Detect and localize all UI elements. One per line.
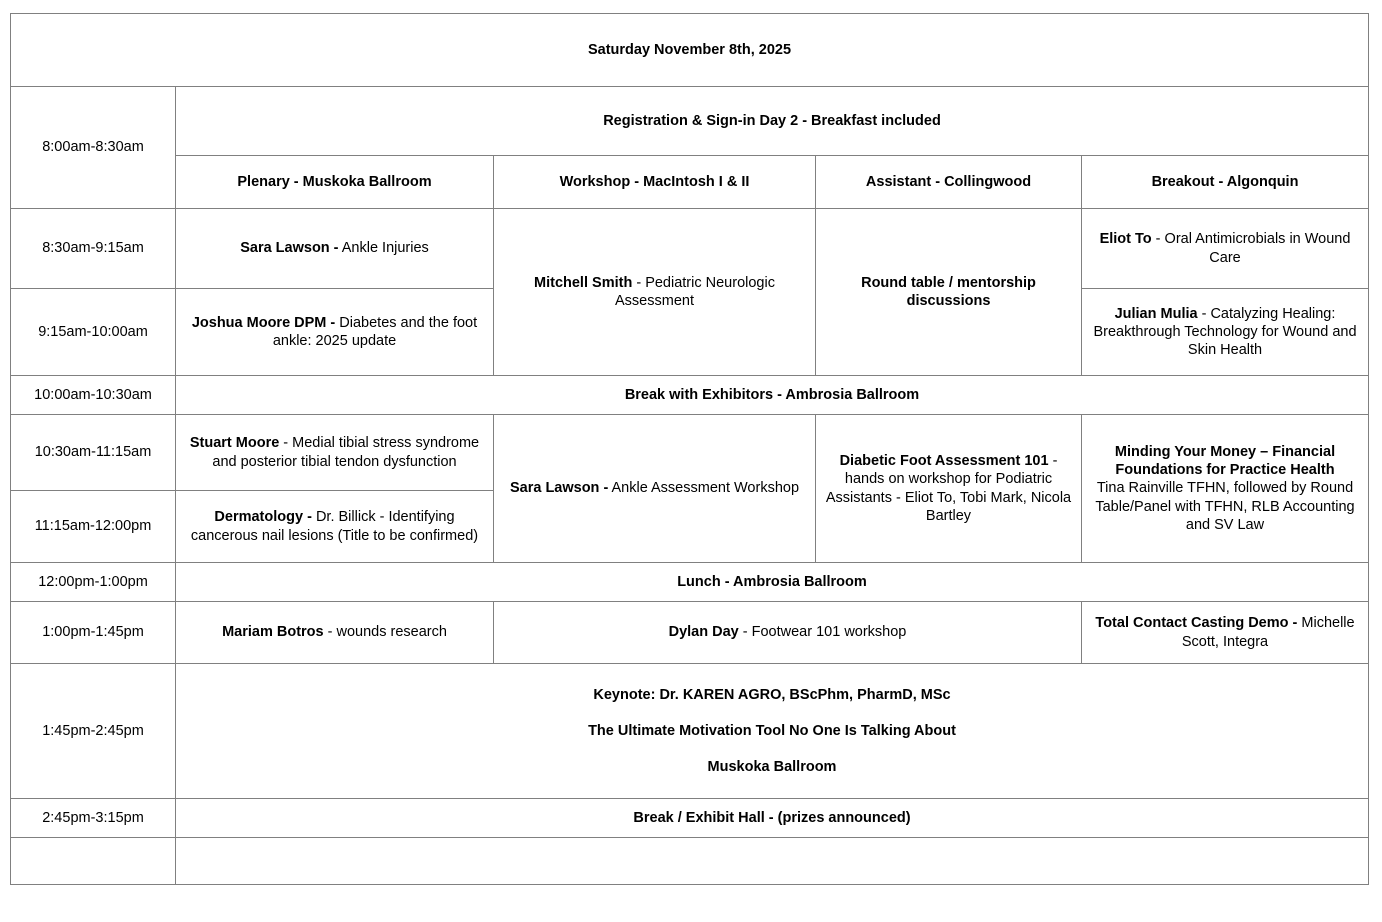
table-row-lunch: 12:00pm-1:00pm Lunch - Ambrosia Ballroom: [10, 562, 1369, 602]
session-title: - hands on workshop for Podiatric Assist…: [825, 452, 1072, 524]
table-row-day-banner: Saturday November 8th, 2025: [10, 13, 1369, 87]
speaker-name: Sara Lawson -: [240, 240, 339, 257]
session-title: - Pediatric Neurologic Assessment: [615, 274, 775, 309]
time-slot-0830: 8:30am-9:15am: [10, 208, 176, 289]
speaker-name: Eliot To: [1099, 231, 1152, 248]
session-break-exhibit-hall: Break / Exhibit Hall - (prizes announced…: [175, 798, 1369, 838]
session-detail: Tina Rainville TFHN, followed by Round T…: [1095, 480, 1355, 533]
session-sara-lawson-workshop: Sara Lawson - Ankle Assessment Workshop: [493, 414, 816, 563]
session-eliot-to: Eliot To - Oral Antimicrobials in Wound …: [1081, 208, 1369, 289]
session-title: Round table / mentorship discussions: [861, 274, 1036, 309]
speaker-name: Diabetic Foot Assessment 101: [839, 452, 1049, 469]
table-row-break-exhibit-hall: 2:45pm-3:15pm Break / Exhibit Hall - (pr…: [10, 798, 1369, 838]
session-title: - Medial tibial stress syndrome and post…: [212, 435, 480, 470]
speaker-name: Total Contact Casting Demo -: [1095, 615, 1298, 632]
table-row-footer-band: [10, 837, 1369, 885]
room-header-breakout: Breakout - Algonquin: [1081, 155, 1369, 209]
time-slot-0915: 9:15am-10:00am: [10, 288, 176, 376]
session-round-table: Round table / mentorship discussions: [815, 208, 1082, 376]
session-keynote: Keynote: Dr. KAREN AGRO, BScPhm, PharmD,…: [175, 663, 1369, 799]
session-diabetic-foot: Diabetic Foot Assessment 101 - hands on …: [815, 414, 1082, 563]
session-mariam-botros: Mariam Botros - wounds research: [175, 601, 494, 664]
session-mitchell-smith: Mitchell Smith - Pediatric Neurologic As…: [493, 208, 816, 376]
session-registration: Registration & Sign-in Day 2 - Breakfast…: [175, 86, 1369, 156]
time-slot-blank: [10, 837, 176, 885]
time-slot-1000: 10:00am-10:30am: [10, 375, 176, 415]
time-slot-0800: 8:00am-8:30am: [10, 86, 176, 209]
speaker-name: Dylan Day: [668, 624, 739, 641]
table-row-0915: 9:15am-10:00am Joshua Moore DPM - Diabet…: [10, 288, 1369, 376]
time-slot-0100: 1:00pm-1:45pm: [10, 601, 176, 664]
table-row-1030: 10:30am-11:15am Stuart Moore - Medial ti…: [10, 414, 1369, 563]
table-row-0830: 8:30am-9:15am Sara Lawson - Ankle Injuri…: [10, 208, 1369, 376]
time-slot-0145: 1:45pm-2:45pm: [10, 663, 176, 799]
session-title: Ankle Assessment Workshop: [608, 480, 800, 497]
session-title: Ankle Injuries: [338, 240, 429, 257]
table-row-0100: 1:00pm-1:45pm Mariam Botros - wounds res…: [10, 601, 1369, 664]
keynote-title: Keynote: Dr. KAREN AGRO, BScPhm, PharmD,…: [593, 686, 951, 703]
session-minding-money: Minding Your Money – Financial Foundatio…: [1081, 414, 1369, 563]
session-dermatology: Dermatology - Dr. Billick - Identifying …: [175, 490, 494, 563]
room-header-workshop: Workshop - MacIntosh I & II: [493, 155, 816, 209]
time-slot-1115: 11:15am-12:00pm: [10, 490, 176, 563]
speaker-name: Dermatology -: [214, 509, 312, 526]
speaker-name: Mitchell Smith: [534, 274, 633, 291]
session-title: Dr. Billick - Identifying cancerous nail…: [190, 509, 479, 544]
speaker-name: Mariam Botros: [222, 624, 324, 641]
room-header-plenary: Plenary - Muskoka Ballroom: [175, 155, 494, 209]
session-break-exhibitors: Break with Exhibitors - Ambrosia Ballroo…: [175, 375, 1369, 415]
session-total-contact-casting: Total Contact Casting Demo - Michelle Sc…: [1081, 601, 1369, 664]
table-row-break-exhibitors: 10:00am-10:30am Break with Exhibitors - …: [10, 375, 1369, 415]
table-row-registration: 8:00am-8:30am Registration & Sign-in Day…: [10, 86, 1369, 209]
speaker-name: Joshua Moore DPM -: [191, 314, 336, 331]
speaker-name: Stuart Moore: [189, 435, 280, 452]
room-header-assistant: Assistant - Collingwood: [815, 155, 1082, 209]
session-title: - Oral Antimicrobials in Wound Care: [1151, 231, 1351, 266]
session-joshua-moore: Joshua Moore DPM - Diabetes and the foot…: [175, 288, 494, 376]
keynote-subtitle: The Ultimate Motivation Tool No One Is T…: [588, 722, 956, 739]
table-row-room-headers: Plenary - Muskoka Ballroom Workshop - Ma…: [11, 155, 1369, 209]
session-dylan-day: Dylan Day - Footwear 101 workshop: [493, 601, 1082, 664]
session-title: Michelle Scott, Integra: [1181, 615, 1355, 650]
day-banner: Saturday November 8th, 2025: [10, 13, 1369, 87]
schedule-sheet: Saturday November 8th, 2025 8:00am-8:30a…: [10, 13, 1369, 885]
keynote-location: Muskoka Ballroom: [707, 759, 837, 776]
conference-schedule-table: Saturday November 8th, 2025 8:00am-8:30a…: [10, 13, 1369, 885]
time-slot-1030: 10:30am-11:15am: [10, 414, 176, 491]
speaker-name: Sara Lawson -: [509, 480, 609, 497]
time-slot-0245: 2:45pm-3:15pm: [10, 798, 176, 838]
session-sara-lawson-ankle: Sara Lawson - Ankle Injuries: [175, 208, 494, 289]
footer-band: [175, 837, 1369, 885]
speaker-name: Julian Mulia: [1114, 305, 1198, 322]
table-row-keynote: 1:45pm-2:45pm Keynote: Dr. KAREN AGRO, B…: [10, 663, 1369, 799]
session-lunch: Lunch - Ambrosia Ballroom: [175, 562, 1369, 602]
session-title: Minding Your Money – Financial Foundatio…: [1114, 443, 1336, 479]
time-slot-1200: 12:00pm-1:00pm: [10, 562, 176, 602]
session-julian-mulia: Julian Mulia - Catalyzing Healing: Break…: [1081, 288, 1369, 376]
session-title: - wounds research: [323, 624, 447, 641]
session-stuart-moore: Stuart Moore - Medial tibial stress synd…: [175, 414, 494, 491]
session-title: - Footwear 101 workshop: [738, 624, 907, 641]
session-title: - Catalyzing Healing: Breakthrough Techn…: [1093, 305, 1357, 359]
table-row-1115: 11:15am-12:00pm Dermatology - Dr. Billic…: [10, 490, 1369, 563]
session-title: Diabetes and the foot ankle: 2025 update: [272, 314, 478, 349]
